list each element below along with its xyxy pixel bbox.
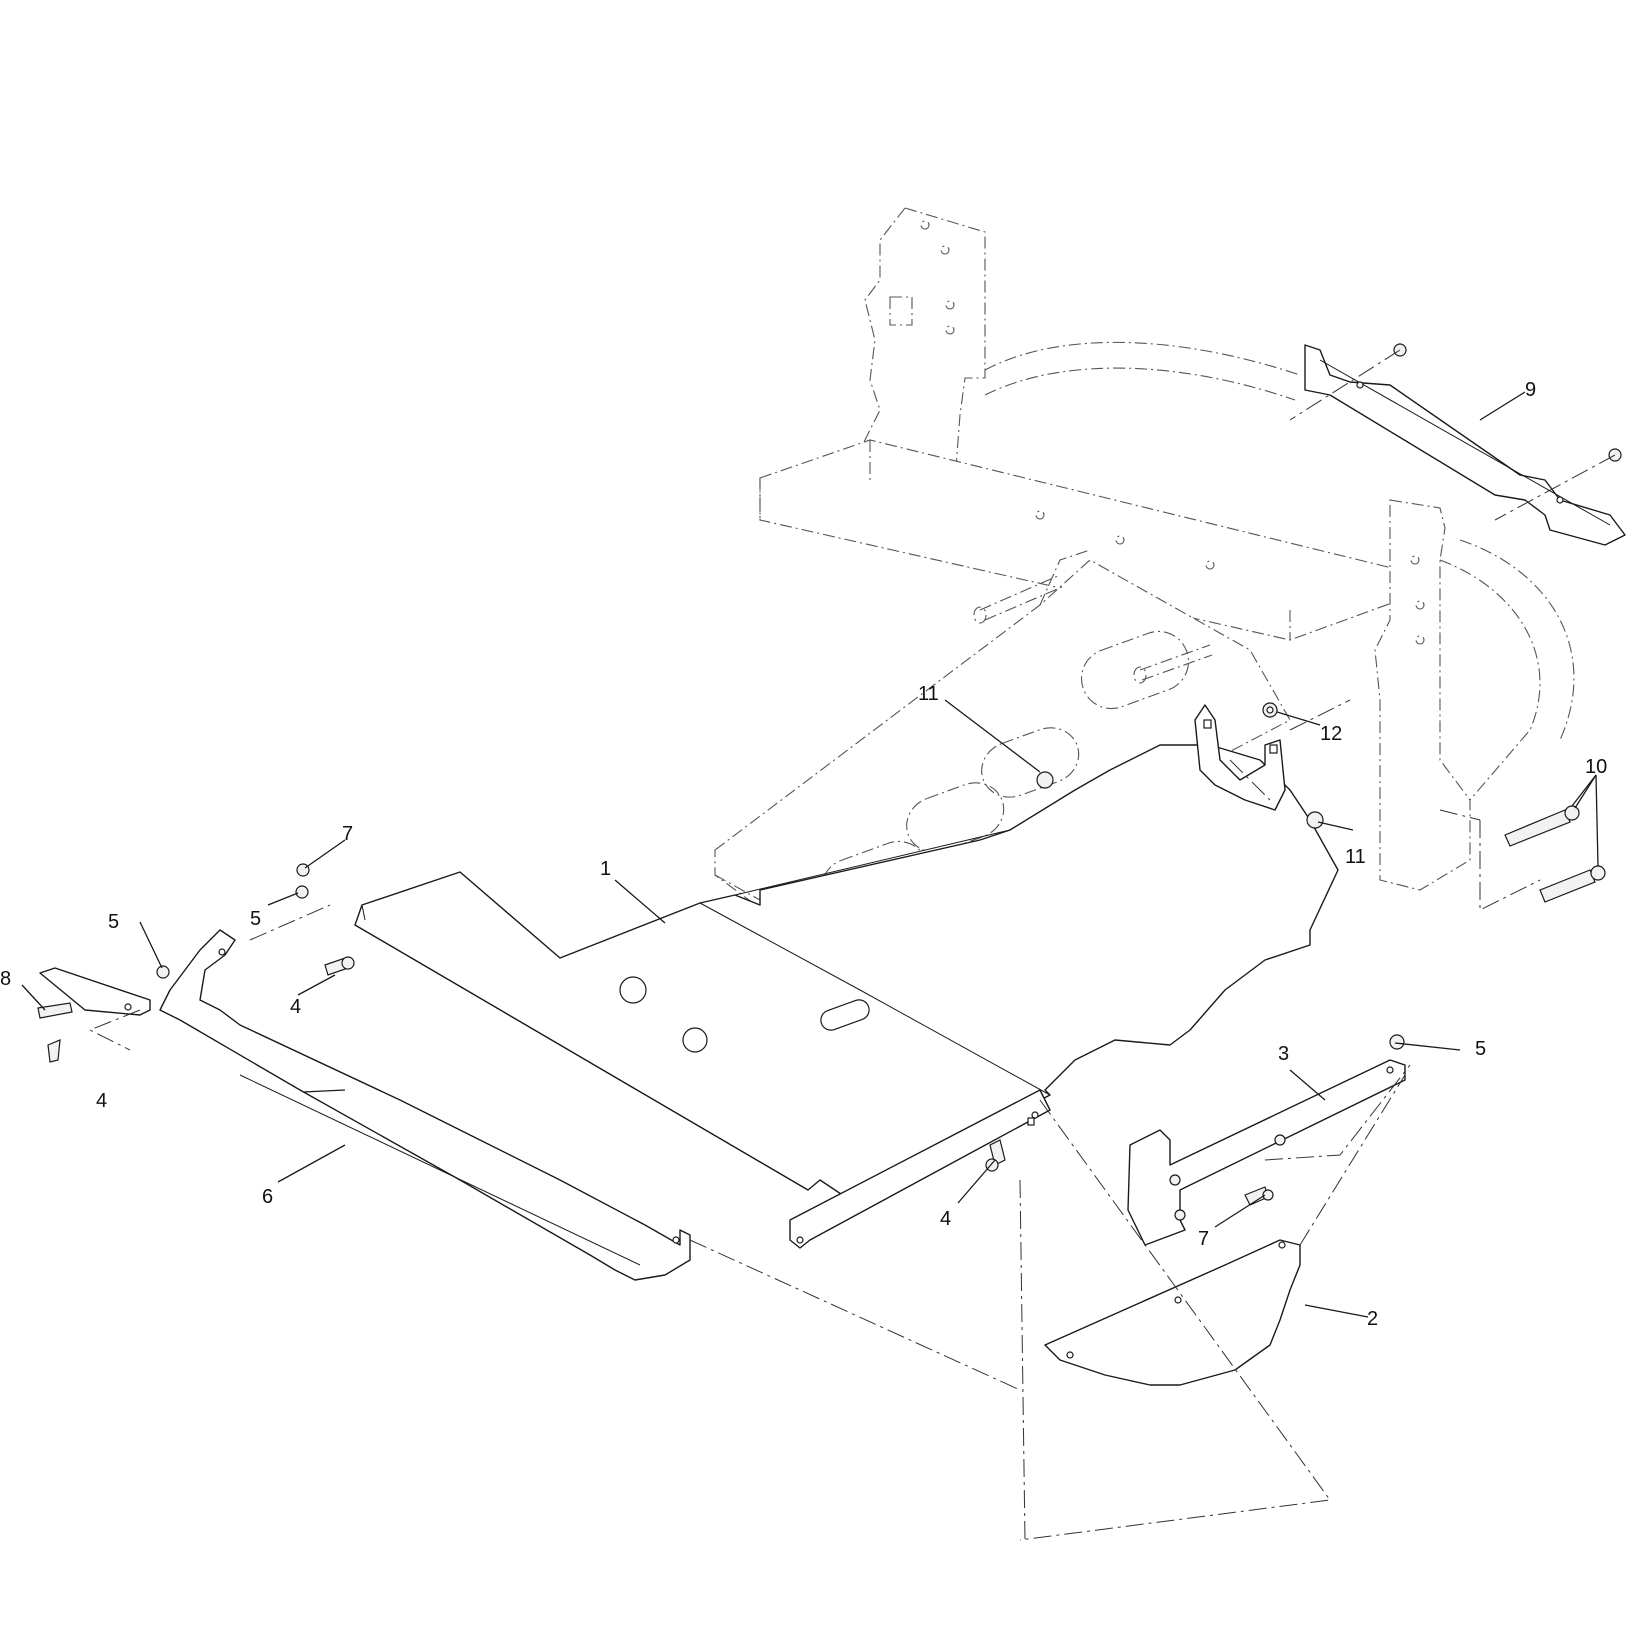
hardware <box>47 702 1606 1206</box>
callout-7-upper-left: 7 <box>342 823 353 845</box>
part-3-side-bracket <box>1127 1059 1406 1246</box>
part-8-latch-bracket <box>37 967 151 1019</box>
callout-4-upper-left: 4 <box>290 996 301 1018</box>
assembly-centerlines <box>88 349 1616 1541</box>
callout-2: 2 <box>1367 1308 1378 1330</box>
callout-11-right: 11 <box>1345 846 1366 868</box>
callout-1: 1 <box>600 858 611 880</box>
leader-lines <box>21 391 1599 1318</box>
part-6-side-skirt <box>159 929 691 1281</box>
callout-labels: 1 2 3 4 4 4 5 5 5 6 7 7 8 9 10 11 11 12 <box>0 379 1607 1330</box>
callout-7-right: 7 <box>1198 1228 1209 1250</box>
front-flange-bracket <box>789 1089 1051 1249</box>
callout-12: 12 <box>1320 723 1342 745</box>
callout-9: 9 <box>1525 379 1536 401</box>
part-2-side-shield <box>1044 1239 1301 1386</box>
callout-5-upper-left: 5 <box>250 908 261 930</box>
callout-10: 10 <box>1585 756 1607 778</box>
part-9-rear-bracket <box>1304 343 1626 546</box>
part-1-floor-pan <box>354 704 1339 1201</box>
callout-4-lower-left: 4 <box>96 1090 107 1112</box>
callout-3: 3 <box>1278 1043 1289 1065</box>
callout-5-left: 5 <box>108 911 119 933</box>
callout-6: 6 <box>262 1186 273 1208</box>
callout-4-center: 4 <box>940 1208 951 1230</box>
callout-11-upper: 11 <box>918 683 939 705</box>
callout-5-right: 5 <box>1475 1038 1486 1060</box>
callout-8: 8 <box>0 968 11 990</box>
